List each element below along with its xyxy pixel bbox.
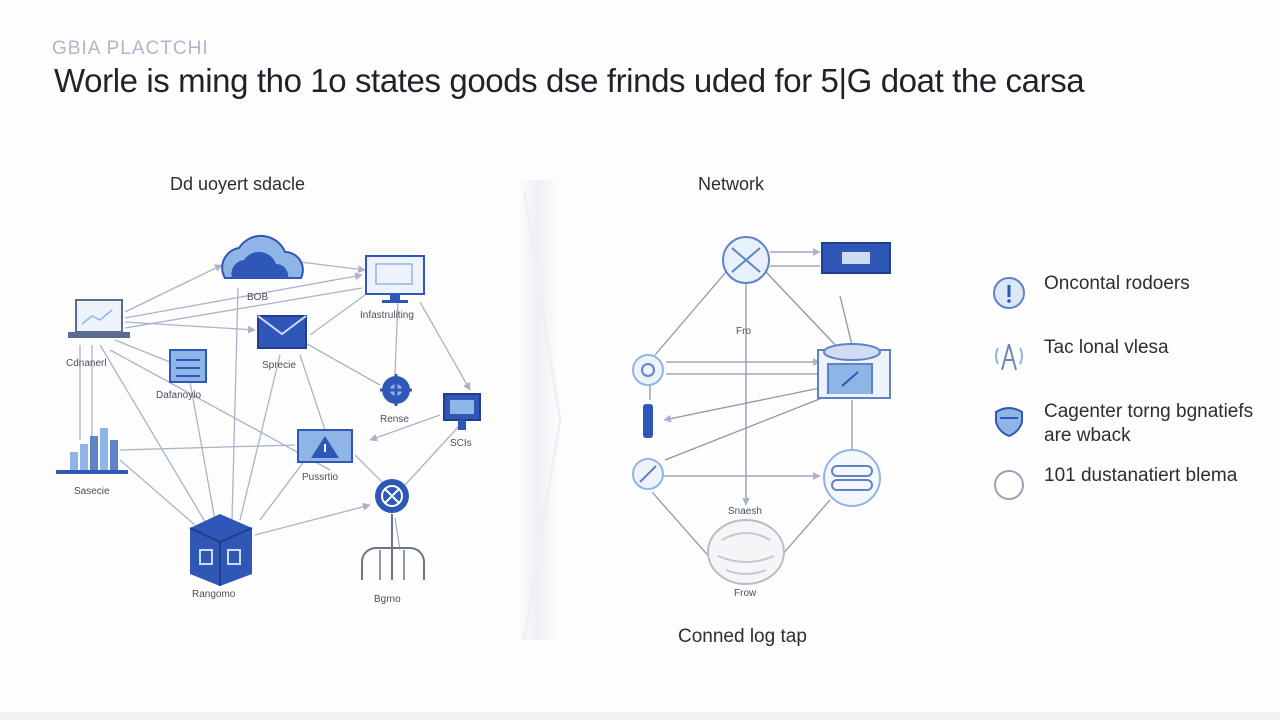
- node-label-cube: Rangomo: [192, 589, 236, 600]
- storage-icon: [823, 449, 881, 507]
- bar-chart-icon: [56, 428, 128, 474]
- legend-text: Tac lonal vlesa: [1044, 337, 1169, 358]
- link-icon: [632, 458, 664, 490]
- chip-icon: [380, 374, 412, 406]
- left-panel-title: Dd uoyert sdacle: [170, 174, 306, 194]
- node-label-chart: Sasecie: [74, 486, 110, 497]
- battery-icon: [643, 404, 653, 438]
- legend-item: Oncontal rodoers: [990, 272, 1260, 336]
- page-title: Worle is ming tho 1o states goods dse fr…: [54, 62, 1085, 99]
- email-icon: [257, 315, 307, 349]
- cloud-icon: [221, 234, 304, 279]
- bottom-border: [0, 712, 1280, 720]
- router-icon: [722, 236, 770, 284]
- center-label: Fro: [736, 326, 751, 337]
- alert-icon: [297, 429, 353, 463]
- node-label-monitor: Infastruliting: [360, 310, 414, 321]
- gear-icon: [632, 354, 664, 386]
- empty-circle-icon: [994, 470, 1024, 500]
- kiosk-icon: [443, 393, 481, 430]
- bottom-label: Frow: [734, 588, 757, 599]
- monitor-icon: [365, 255, 425, 303]
- legend-item: Tac lonal vlesa: [990, 336, 1260, 400]
- right-panel-title: Network: [698, 174, 765, 194]
- node-label-server: Dafanoylo: [156, 390, 201, 401]
- node-label-email: Sprecie: [262, 360, 296, 371]
- top-label: Snaesh: [728, 506, 762, 517]
- legend-text: Oncontal rodoers: [1044, 273, 1190, 294]
- laptop-icon: [68, 299, 130, 338]
- cube-icon: [189, 514, 253, 586]
- left-edges: [79, 261, 471, 551]
- legend-item: Cagenter torng bgnatiefs are wback: [990, 400, 1260, 464]
- person-icon: [361, 514, 425, 580]
- kicker-label: GBIA PLACTCHI: [52, 38, 209, 59]
- legend-text: Cagenter torng bgnatiefs are wback: [1044, 401, 1254, 446]
- switch-icon: [821, 242, 891, 274]
- signal-tower-icon: [995, 343, 1023, 371]
- legend: Oncontal rodoers Tac lonal vlesa Cagente…: [990, 272, 1260, 528]
- hub-icon: [375, 479, 409, 513]
- right-panel-caption: Conned log tap: [678, 626, 807, 647]
- shield-icon: [995, 407, 1023, 438]
- server-icon: [169, 349, 207, 383]
- legend-item: 101 dustanatiert blema: [990, 464, 1260, 528]
- node-label-chip: Rense: [380, 414, 409, 425]
- brain-icon: [707, 519, 785, 585]
- legend-text: 101 dustanatiert blema: [1044, 465, 1238, 486]
- panel-arrow: [522, 189, 562, 641]
- node-label-alert: Pussrtio: [302, 472, 339, 483]
- right-edges: [649, 248, 853, 561]
- node-label-cloud: BOB: [247, 292, 268, 303]
- info-circle-icon: [993, 277, 1025, 309]
- node-label-person: Bgrno: [374, 594, 401, 605]
- node-label-laptop: Cdnanerl: [66, 358, 107, 369]
- node-label-kiosk: SCIs: [450, 438, 472, 449]
- database-icon: [817, 343, 891, 399]
